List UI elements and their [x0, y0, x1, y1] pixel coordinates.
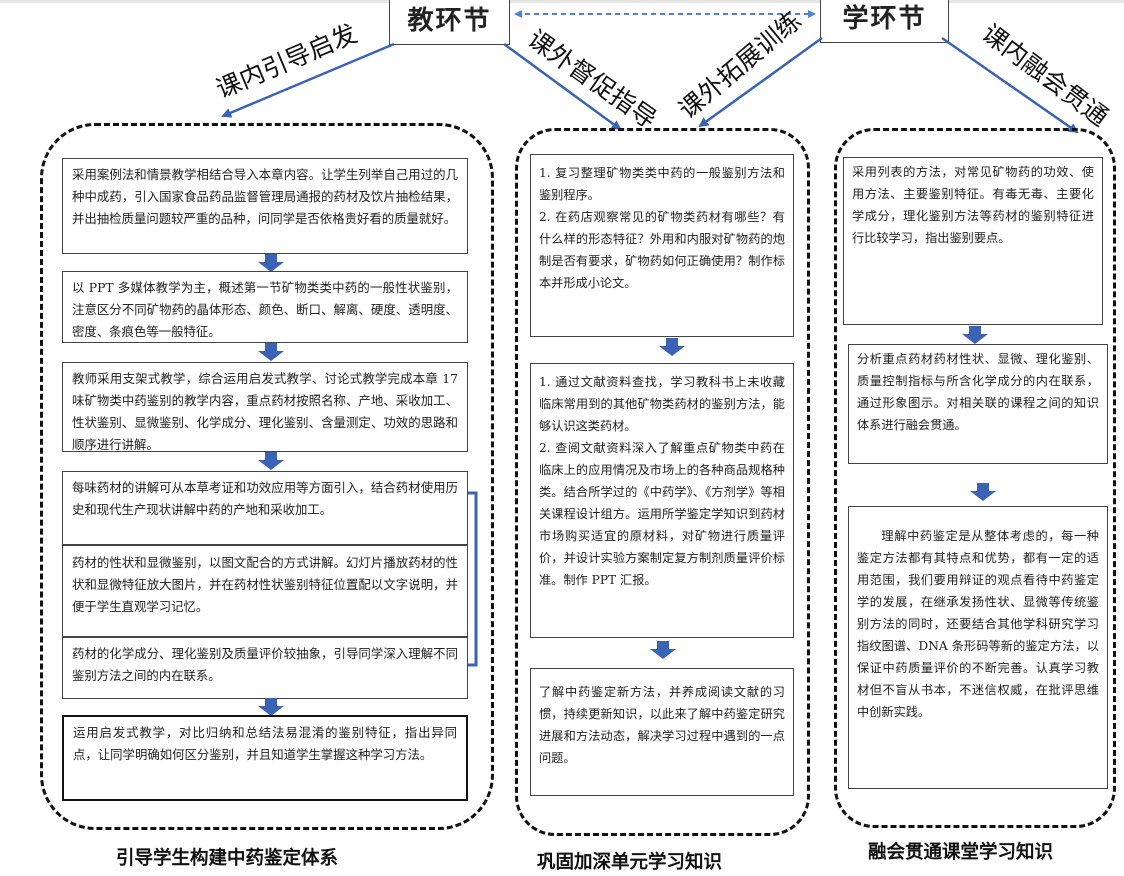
middle-step-text-1a: 1. 复习整理矿物类类中药的一般鉴别方法和鉴别程序。: [539, 166, 785, 202]
right-step-text-2: 分析重点药材药材性状、显微、理化鉴别、质量控制指标与所含化学成分的内在联系，通过…: [857, 352, 1099, 432]
teach-stage-box: 教环节: [389, 0, 510, 45]
middle-step-text-3: 了解中药鉴定新方法，并养成阅读文献的习惯，持续更新知识，以此来了解中药鉴定研究进…: [539, 685, 785, 765]
down-arrow-icon: [962, 326, 988, 344]
down-arrow-icon: [650, 641, 676, 659]
right-step-text-3: 理解中药鉴定是从整体考虑的，每一种鉴定方法都有其特点和优势，都有一定的适用范围，…: [857, 529, 1099, 719]
right-column-outline: [834, 128, 1116, 828]
down-arrow-icon: [970, 483, 996, 501]
middle-step-box-1: 1. 复习整理矿物类类中药的一般鉴别方法和鉴别程序。 2. 在药店观察常见的矿物…: [530, 154, 794, 337]
middle-step-box-3: 了解中药鉴定新方法，并养成阅读文献的习惯，持续更新知识，以此来了解中药鉴定研究进…: [530, 668, 794, 796]
group-bracket: [466, 491, 478, 667]
middle-step-text-2b: 2. 查阅文献资料深入了解重点矿物类中药在临床上的应用情况及市场上的各种商品规格…: [539, 441, 785, 587]
left-step-box-1: 采用案例法和情景教学相结合导入本章内容。让学生列举自己用过的几种中成药，引入国家…: [62, 158, 468, 254]
arrow-left: [221, 42, 395, 118]
left-step-text-6: 药材的化学成分、理化鉴别及质量评价较抽象，引导同学深入理解不同鉴别方法之间的内在…: [72, 646, 458, 683]
right-step-text-1: 采用列表的方法，对常见矿物药的功效、使用方法、主要鉴别特征。有毒无毒、主要化学成…: [852, 165, 1094, 245]
left-column-caption: 引导学生构建中药鉴定体系: [116, 848, 339, 869]
middle-step-text-2a: 1. 通过文献资料查找，学习教科书上未收藏临床常用到的其他矿物类药材的鉴别方法，…: [539, 375, 785, 433]
left-step-text-1: 采用案例法和情景教学相结合导入本章内容。让学生列举自己用过的几种中成药，引入国家…: [72, 167, 458, 226]
middle-column-outline: [515, 128, 810, 836]
left-step-text-3: 教师采用支架式教学，综合运用启发式教学、讨论式教学完成本章 17 味矿物类中药鉴…: [72, 371, 458, 452]
middle-step-text-1b: 2. 在药店观察常见的矿物类药材有哪些？有什么样的形态特征？外用和内服对矿物药的…: [539, 210, 785, 290]
left-step-box-2: 以 PPT 多媒体教学为主，概述第一节矿物类类中药的一般性状鉴别，注意区分不同矿…: [62, 271, 468, 343]
right-step-box-1: 采用列表的方法，对常见矿物药的功效、使用方法、主要鉴别特征。有毒无毒、主要化学成…: [843, 157, 1103, 325]
down-arrow-icon: [258, 254, 284, 272]
right-column-caption: 融会贯通课堂学习知识: [868, 842, 1054, 863]
left-step-box-5: 药材的性状和显微鉴别，以图文配合的方式讲解。幻灯片播放药材的性状和显微特征放大图…: [62, 545, 468, 637]
middle-step-box-2: 1. 通过文献资料查找，学习教科书上未收藏临床常用到的其他矿物类药材的鉴别方法，…: [530, 363, 794, 638]
arrow-right: [941, 36, 1079, 134]
left-step-text-7: 运用启发式教学，对比归纳和总结法易混淆的鉴别特征，指出异同点，让同学明确如何区分…: [73, 725, 457, 762]
teach-stage-label: 教环节: [407, 6, 492, 36]
left-step-text-2: 以 PPT 多媒体教学为主，概述第一节矿物类类中药的一般性状鉴别，注意区分不同矿…: [72, 280, 458, 339]
arrow-mid-left: [503, 42, 622, 131]
down-arrow-icon: [258, 698, 284, 716]
left-column-outline: [40, 123, 494, 830]
top-rule: [0, 0, 1124, 3]
down-arrow-icon: [659, 338, 685, 356]
right-step-box-3: 理解中药鉴定是从整体考虑的，每一种鉴定方法都有其特点和优势，都有一定的适用范围，…: [848, 506, 1108, 789]
down-arrow-icon: [258, 343, 284, 361]
left-step-box-6: 药材的化学成分、理化鉴别及质量评价较抽象，引导同学深入理解不同鉴别方法之间的内在…: [62, 637, 468, 699]
left-step-box-3: 教师采用支架式教学，综合运用启发式教学、讨论式教学完成本章 17 味矿物类中药鉴…: [62, 362, 468, 452]
left-step-text-4: 每味药材的讲解可从本草考证和功效应用等方面引入，结合药材使用历史和现代生产现状讲…: [72, 480, 458, 517]
middle-column-caption: 巩固加深单元学习知识: [537, 852, 723, 873]
learn-stage-label: 学环节: [842, 4, 927, 34]
learn-stage-box: 学环节: [820, 0, 949, 43]
arrow-mid-right: [698, 36, 823, 128]
down-arrow-icon: [258, 452, 284, 470]
right-step-box-2: 分析重点药材药材性状、显微、理化鉴别、质量控制指标与所含化学成分的内在联系，通过…: [848, 344, 1108, 464]
left-step-text-5: 药材的性状和显微鉴别，以图文配合的方式讲解。幻灯片播放药材的性状和显微特征放大图…: [72, 555, 458, 614]
left-step-box-4: 每味药材的讲解可从本草考证和功效应用等方面引入，结合药材使用历史和现代生产现状讲…: [62, 471, 468, 545]
left-step-box-7: 运用启发式教学，对比归纳和总结法易混淆的鉴别特征，指出异同点，让同学明确如何区分…: [62, 715, 468, 801]
